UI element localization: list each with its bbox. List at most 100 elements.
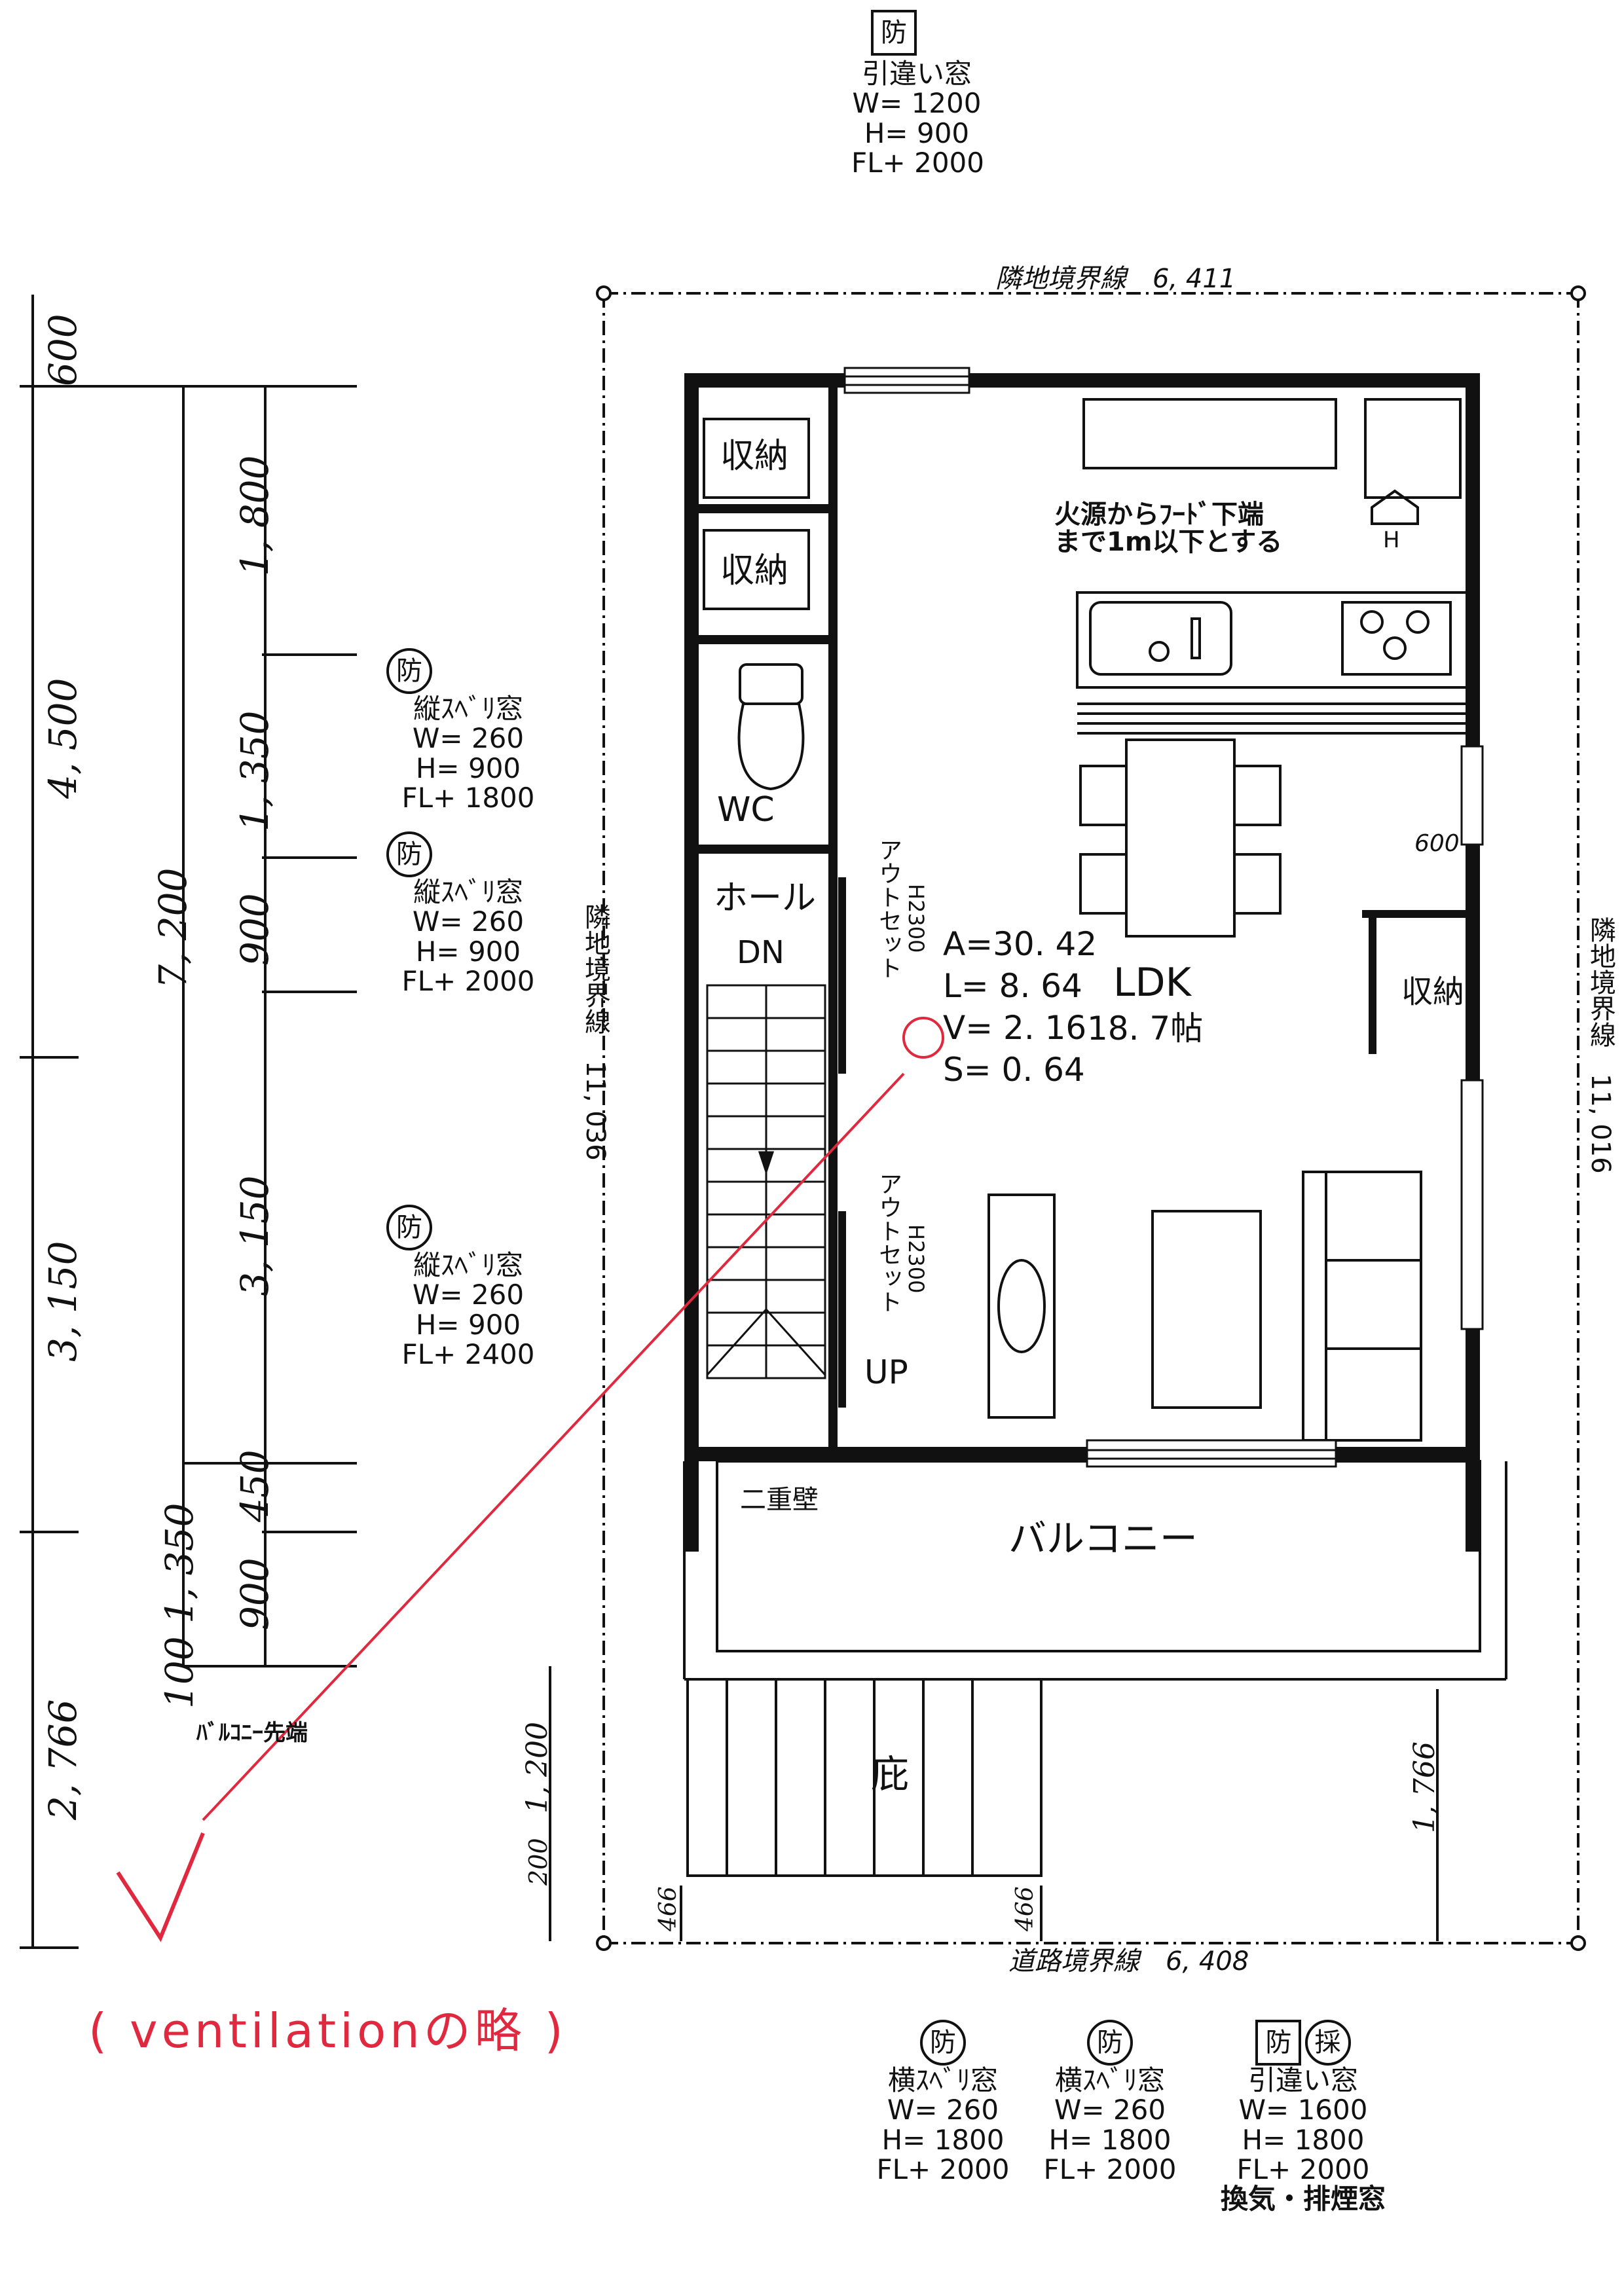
dim-1766: 1, 766 bbox=[1408, 1741, 1441, 1833]
dim-100: 100 bbox=[157, 1636, 202, 1709]
window-fl: FL+ 2000 bbox=[401, 965, 535, 998]
dim-1350b: 1, 350 bbox=[157, 1503, 202, 1624]
window-w: W= 260 bbox=[412, 1279, 525, 1311]
boundary-left: 隣地境界線 11, 036 bbox=[580, 903, 610, 1161]
dn-label: DN bbox=[737, 934, 784, 971]
top-window-spec: 引違い窓 W= 1200 H= 900 FL+ 2000 bbox=[851, 58, 984, 179]
area-s: S= 0. 64 bbox=[943, 1051, 1085, 1089]
fire-tag: 防 bbox=[920, 2020, 966, 2066]
dim-900a: 900 bbox=[232, 893, 277, 966]
window-type: 引違い窓 bbox=[1247, 2064, 1358, 2096]
window-h: H= 1800 bbox=[1048, 2123, 1172, 2156]
window-h: H= 900 bbox=[415, 752, 521, 784]
fire-tag: 防 bbox=[1255, 2020, 1302, 2066]
window-fl: FL+ 1800 bbox=[401, 782, 535, 814]
staircase bbox=[706, 984, 826, 1379]
area-v-label: V= bbox=[943, 1009, 993, 1047]
up-label: UP bbox=[864, 1353, 908, 1391]
window-type: 横ｽﾍﾞﾘ窓 bbox=[1054, 2064, 1165, 2096]
hall-label: ホール bbox=[714, 879, 817, 918]
window-type: 横ｽﾍﾞﾘ窓 bbox=[887, 2064, 998, 2096]
dim-1350a: 1, 350 bbox=[232, 710, 277, 831]
hood-mark: H bbox=[1383, 527, 1400, 553]
dim-4500: 4, 500 bbox=[41, 678, 85, 799]
window-h: H= 900 bbox=[415, 935, 521, 968]
area-a: A=30. 42 bbox=[943, 925, 1098, 963]
window-h: H= 1800 bbox=[1242, 2123, 1365, 2156]
dim-600-right: 600 bbox=[1414, 830, 1460, 857]
storage-3: 収納 bbox=[1401, 974, 1465, 1010]
wc-label: WC bbox=[717, 790, 775, 829]
window-type: 引違い窓 bbox=[861, 58, 972, 90]
dim-1800: 1, 800 bbox=[232, 455, 277, 576]
eaves-label: 庇 bbox=[871, 1752, 910, 1796]
fire-tag: 防 bbox=[871, 10, 917, 56]
boundary-corner-marks bbox=[596, 285, 1586, 1951]
storage-boxes bbox=[703, 418, 810, 610]
boundary-top: 隣地境界線 6, 411 bbox=[995, 264, 1236, 294]
fire-tag: 防 bbox=[386, 648, 432, 694]
outset-1-label: アウトセット bbox=[875, 838, 902, 979]
bottom-dimension-lines bbox=[549, 1666, 1439, 1941]
fire-tag: 防 bbox=[386, 1205, 432, 1250]
red-annotation bbox=[116, 1017, 944, 1942]
window-extra: 換気・排煙窓 bbox=[1220, 2183, 1386, 2215]
ventilation-note: ( ventilationの略 ) bbox=[88, 2003, 567, 2058]
window-w: W= 260 bbox=[412, 722, 525, 755]
window-type: 縦ｽﾍﾞﾘ窓 bbox=[413, 1249, 523, 1281]
storage-1: 収納 bbox=[720, 437, 789, 476]
outset-2-h: H2300 bbox=[904, 1224, 929, 1294]
window-fl: FL+ 2000 bbox=[851, 147, 984, 179]
window-type: 縦ｽﾍﾞﾘ窓 bbox=[413, 693, 523, 725]
bottom-window-3: 防 採 引違い窓 W= 1600 H= 1800 FL+ 2000 換気・排煙窓 bbox=[1205, 2020, 1401, 2214]
balcony-tip-label: ﾊﾞﾙｺﾆｰ先端 bbox=[196, 1720, 308, 1746]
window-w: W= 1200 bbox=[852, 87, 982, 120]
eaves-deck bbox=[686, 1678, 1043, 1877]
dim-7200: 7, 200 bbox=[151, 867, 195, 989]
balcony-window bbox=[1086, 1439, 1337, 1468]
boundary-right: 隣地境界線 11, 016 bbox=[1585, 917, 1615, 1174]
fire-tag: 防 bbox=[386, 831, 432, 877]
bottom-window-2: 防 横ｽﾍﾞﾘ窓 W= 260 H= 1800 FL+ 2000 bbox=[1031, 2020, 1189, 2184]
outset-1-h: H2300 bbox=[904, 884, 929, 953]
toilet-icon bbox=[737, 663, 805, 791]
tatami-label: 18. 7帖 bbox=[1087, 1010, 1204, 1048]
boundary-bottom: 道路境界線 6, 408 bbox=[1008, 1946, 1249, 1977]
right-wall-windows bbox=[1460, 745, 1484, 1330]
dim-200: 200 bbox=[524, 1838, 553, 1886]
window-fl: FL+ 2000 bbox=[876, 2153, 1010, 2186]
bottom-window-1: 防 横ｽﾍﾞﾘ窓 W= 260 H= 1800 FL+ 2000 bbox=[864, 2020, 1022, 2184]
fridge-and-shelf bbox=[1082, 398, 1462, 525]
area-v-value: 2. 16 bbox=[1003, 1009, 1087, 1047]
dim-1200: 1, 200 bbox=[521, 1722, 554, 1813]
kitchen-note-line1: 火源からﾌｰﾄﾞ下端 bbox=[1054, 500, 1264, 530]
window-w: W= 1600 bbox=[1238, 2094, 1368, 2126]
storage-2: 収納 bbox=[720, 551, 789, 591]
area-values: A=30. 42 L= 8. 64 V= 2. 16 S= 0. 64 bbox=[943, 923, 1097, 1091]
window-w: W= 260 bbox=[887, 2094, 999, 2126]
dim-2766: 2, 766 bbox=[41, 1699, 85, 1820]
dining-table bbox=[1079, 738, 1282, 938]
left-dimension-lines bbox=[20, 295, 357, 1949]
window-fl: FL+ 2400 bbox=[401, 1338, 535, 1371]
inner-walls bbox=[699, 388, 1467, 1448]
balcony-label: バルコニー bbox=[1008, 1516, 1198, 1561]
window-fl: FL+ 2000 bbox=[1236, 2153, 1370, 2186]
kitchen-note: 火源からﾌｰﾄﾞ下端 まで1m以下とする bbox=[1054, 501, 1282, 556]
dim-3150a: 3, 150 bbox=[232, 1175, 277, 1296]
outset-2-label: アウトセット bbox=[875, 1172, 902, 1313]
living-furniture bbox=[987, 1171, 1422, 1442]
kitchen-note-line2: まで1m以下とする bbox=[1054, 527, 1283, 557]
window-h: H= 900 bbox=[864, 117, 970, 149]
dim-450: 450 bbox=[232, 1449, 277, 1522]
dim-900b: 900 bbox=[232, 1558, 277, 1630]
dim-466a: 466 bbox=[655, 1886, 682, 1931]
property-boundary bbox=[602, 292, 1579, 1944]
ldk-label: LDK bbox=[1113, 960, 1191, 1006]
top-window bbox=[843, 367, 970, 394]
dim-600: 600 bbox=[41, 314, 85, 386]
window-w: W= 260 bbox=[412, 905, 525, 938]
outset-doors bbox=[838, 877, 846, 1408]
window-fl: FL+ 2000 bbox=[1043, 2153, 1177, 2186]
